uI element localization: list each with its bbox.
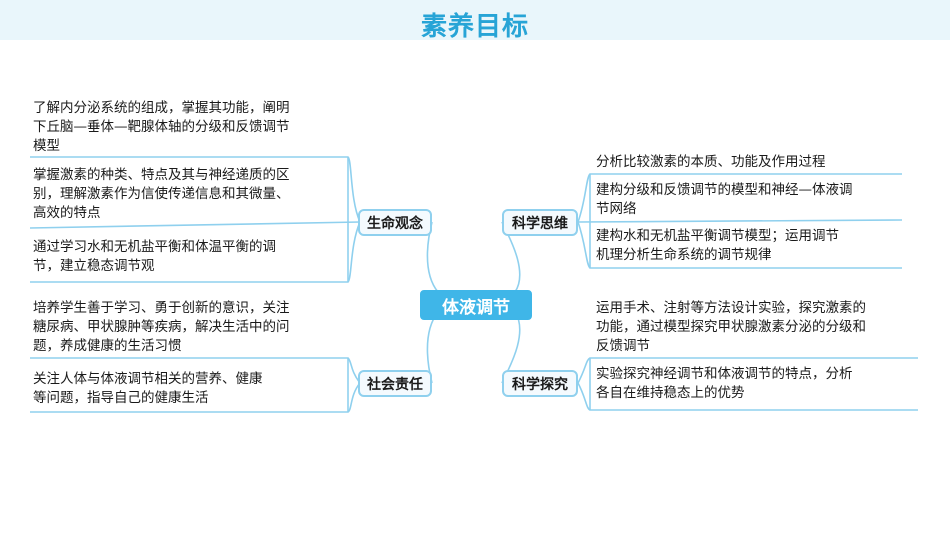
branch-scientific-inquiry: 科学探究: [502, 370, 578, 397]
leaf-inquiry-1: 运用手术、注射等方法设计实验，探究激素的 功能，通过模型探究甲状腺激素分泌的分级…: [596, 300, 866, 354]
center-label: 体液调节: [442, 297, 510, 318]
leaf-thinking-1: 分析比较激素的本质、功能及作用过程: [596, 154, 826, 170]
branch-label: 生命观念: [367, 215, 423, 232]
title-bar: [0, 0, 950, 40]
leaf-life-2: 掌握激素的种类、特点及其与神经递质的区 别，理解激素作为信使传递信息和其微量、 …: [33, 167, 290, 221]
leaf-social-2: 关注人体与体液调节相关的营养、健康 等问题，指导自己的健康生活: [33, 371, 263, 406]
branch-social-responsibility: 社会责任: [358, 370, 432, 397]
leaf-inquiry-2: 实验探究神经调节和体液调节的特点，分析 各自在维持稳态上的优势: [596, 366, 853, 401]
branch-label: 科学思维: [512, 215, 568, 232]
branch-life-concept: 生命观念: [358, 209, 432, 236]
branch-label: 社会责任: [367, 376, 423, 393]
leaf-life-1: 了解内分泌系统的组成，掌握其功能，阐明 下丘脑—垂体—靶腺体轴的分级和反馈调节 …: [33, 100, 290, 154]
center-node: 体液调节: [420, 290, 532, 320]
branch-label: 科学探究: [512, 376, 568, 393]
connector-thinking-2: [577, 219, 903, 223]
leaf-thinking-2: 建构分级和反馈调节的模型和神经—体液调 节网络: [596, 182, 853, 217]
page-title: 素养目标: [420, 12, 529, 42]
leaf-social-1: 培养学生善于学习、勇于创新的意识，关注 糖尿病、甲状腺肿等疾病，解决生活中的问 …: [33, 300, 290, 354]
leaf-life-3: 通过学习水和无机盐平衡和体温平衡的调 节，建立稳态调节观: [33, 239, 276, 274]
leaf-thinking-3: 建构水和无机盐平衡调节模型；运用调节 机理分析生命系统的调节规律: [596, 228, 839, 263]
branch-scientific-thinking: 科学思维: [502, 209, 578, 236]
connector-life-2: [29, 221, 361, 229]
